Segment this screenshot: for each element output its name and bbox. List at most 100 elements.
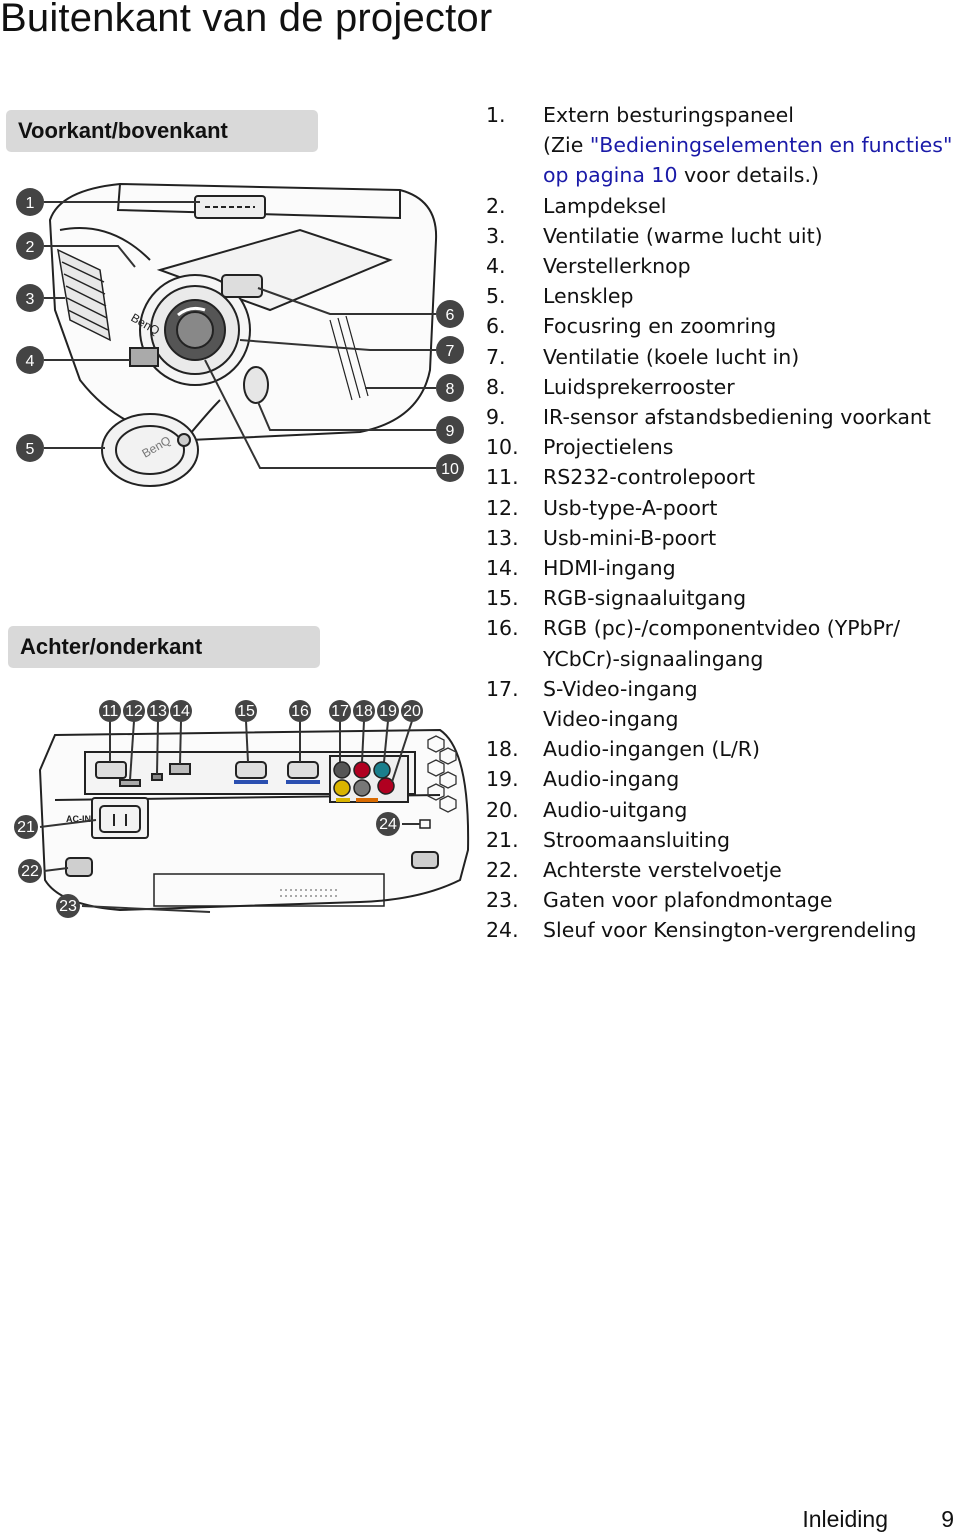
list-item-number: 9. (486, 405, 506, 430)
page-reference-link[interactable]: op pagina 10 (543, 163, 678, 188)
callout-20: 20 (403, 703, 421, 720)
list-item: 22. Achterste verstelvoetje (486, 855, 956, 885)
list-item-text: Luidsprekerrooster (543, 374, 735, 399)
list-item-text: Usb-type-A-poort (543, 495, 718, 520)
callout-24: 24 (379, 816, 397, 833)
list-item-text: Focusring en zoomring (543, 314, 777, 339)
list-item-text: Extern besturingspaneel (543, 103, 794, 127)
list-item-number: 21. (486, 827, 519, 852)
list-item: 15.RGB-signaaluitgang (486, 583, 956, 613)
list-item: (Zie "Bedieningselementen en functies" (486, 130, 956, 160)
list-item: 21. Stroomaansluiting (486, 825, 956, 855)
list-item: 18. Audio-ingangen (L/R) (486, 734, 956, 764)
list-item: 3. Ventilatie (warme lucht uit) (486, 221, 956, 251)
callout-21: 21 (17, 819, 35, 836)
list-item-text: HDMI-ingang (543, 556, 676, 581)
callout-9: 9 (446, 423, 455, 440)
list-item: op pagina 10 voor details.) (486, 160, 956, 190)
list-item: 5. Lensklep (486, 281, 956, 311)
ac-in-label: AC-IN (66, 814, 91, 824)
list-item-text: S-Video-ingang (543, 676, 698, 701)
section-label-rear-text: Achter/onderkant (20, 634, 203, 659)
footer-page-number: 9 (941, 1506, 954, 1532)
section-label-rear: Achter/onderkant (8, 626, 320, 668)
callout-23: 23 (59, 898, 77, 915)
list-item: 20. Audio-uitgang (486, 795, 956, 825)
list-item: 9. IR-sensor afstandsbediening voorkant (486, 402, 956, 432)
list-item-text: Audio-uitgang (543, 797, 688, 822)
list-item-text: Stroomaansluiting (543, 827, 731, 852)
part-list: 1. Extern besturingspaneel (Zie "Bediening… (486, 100, 956, 946)
list-item-number: 10. (486, 435, 519, 460)
list-item: 10. Projectielens (486, 432, 956, 462)
list-item: 24.Sleuf voor Kensington-vergrendeling (486, 915, 956, 945)
list-item-text: Projectielens (543, 435, 674, 460)
list-item-number: 6. (486, 314, 506, 339)
list-item: 11. RS232-controlepoort (486, 462, 956, 492)
section-label-front: Voorkant/bovenkant (6, 110, 318, 152)
callout-14: 14 (172, 703, 190, 720)
list-item-number: 16. (486, 616, 519, 641)
list-item-number: 17. (486, 676, 519, 701)
callout-5: 5 (26, 441, 35, 458)
list-item-text: Gaten voor plafondmontage (543, 888, 833, 913)
projector-front-illustration: BenQ BenQ 1 2 3 4 5 6 7 8 9 10 (16, 182, 464, 487)
callout-16: 16 (291, 703, 309, 720)
list-item-number (486, 644, 543, 674)
callout-13: 13 (149, 703, 167, 720)
list-item: 13. Usb-mini-B-poort (486, 523, 956, 553)
list-item: 4.Verstellerknop (486, 251, 956, 281)
callout-3: 3 (26, 291, 35, 308)
list-item: 1. Extern besturingspaneel (486, 100, 956, 130)
list-item-text: YCbCr)-signaalingang (543, 646, 764, 671)
list-item-number: 24. (486, 918, 519, 943)
list-item-number: 22. (486, 858, 519, 883)
list-item-number: 12. (486, 495, 519, 520)
list-item-number: 3. (486, 223, 506, 248)
section-label-front-text: Voorkant/bovenkant (18, 118, 228, 143)
footer-section-name: Inleiding (802, 1506, 888, 1532)
list-item: 14. HDMI-ingang (486, 553, 956, 583)
list-item-number (486, 130, 543, 160)
list-item: Video-ingang (486, 704, 956, 734)
list-item-text: Achterste verstelvoetje (543, 858, 782, 883)
callout-8: 8 (446, 381, 455, 398)
list-item-number: 5. (486, 284, 506, 309)
list-item-text: Ventilatie (koele lucht in) (543, 344, 800, 369)
page-title: Buitenkant van de projector (0, 0, 493, 40)
list-item: 2.Lampdeksel (486, 191, 956, 221)
callout-17: 17 (331, 703, 349, 720)
callout-1: 1 (26, 195, 35, 212)
callout-12: 12 (125, 703, 143, 720)
list-item-text: Video-ingang (543, 707, 679, 732)
list-item-number: 18. (486, 737, 519, 762)
list-item-number: 14. (486, 556, 519, 581)
list-item-text: Usb-mini-B-poort (543, 525, 717, 550)
list-item-number: 2. (486, 193, 506, 218)
callout-18: 18 (355, 703, 373, 720)
cross-reference-link[interactable]: "Bedieningselementen en functies" (589, 133, 953, 158)
list-item-number (486, 704, 543, 734)
list-item: 7.Ventilatie (koele lucht in) (486, 342, 956, 372)
list-item-number: 4. (486, 254, 506, 279)
callout-22: 22 (21, 863, 39, 880)
list-item-text: Lensklep (543, 284, 634, 309)
list-item-number (486, 160, 543, 190)
list-item-number: 20. (486, 797, 519, 822)
list-item-text: Ventilatie (warme lucht uit) (543, 223, 823, 248)
list-item: 12. Usb-type-A-poort (486, 493, 956, 523)
list-item-number: 19. (486, 767, 519, 792)
list-item-number: 1. (486, 103, 506, 127)
list-item-text: RS232-controlepoort (543, 465, 756, 490)
callout-6: 6 (446, 307, 455, 324)
callout-4: 4 (26, 353, 35, 370)
list-item-number: 13. (486, 525, 519, 550)
list-item: 6. Focusring en zoomring (486, 311, 956, 341)
list-item-text: Audio-ingangen (L/R) (543, 737, 761, 762)
list-item: YCbCr)-signaalingang (486, 644, 956, 674)
list-item: 16.RGB (pc)-/componentvideo (YPbPr/ (486, 613, 956, 643)
list-item: 23.Gaten voor plafondmontage (486, 885, 956, 915)
list-item-text: RGB-signaaluitgang (543, 586, 747, 611)
list-item-text: IR-sensor afstandsbediening voorkant (543, 405, 931, 430)
list-item-number: 11. (486, 465, 519, 490)
